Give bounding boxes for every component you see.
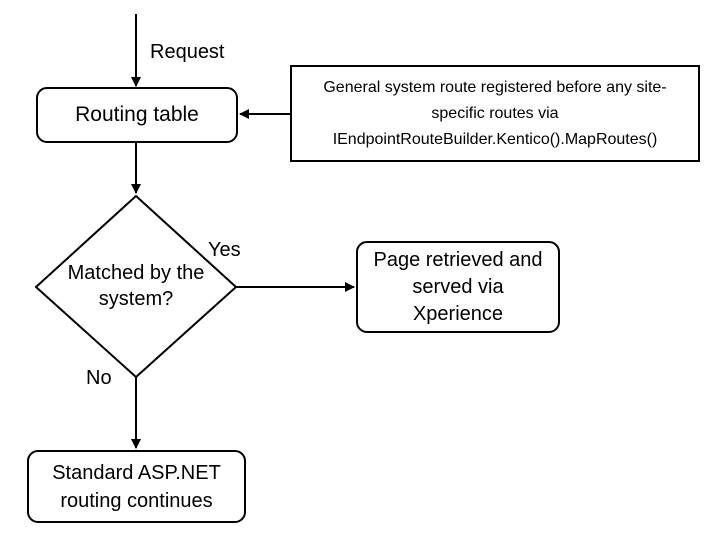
standard-routing-text: Standard ASP.NET routing continues	[28, 451, 245, 522]
routing-table-label: Routing table	[75, 103, 199, 126]
note-line-2: specific routes via	[431, 104, 559, 122]
decision-line-2: system?	[98, 288, 174, 310]
note-box	[290, 65, 700, 162]
decision-line-1: Matched by the	[67, 262, 205, 284]
page-retrieved-text: Page retrieved and served via Xperience	[357, 242, 559, 332]
standard-line-2: routing continues	[60, 489, 213, 512]
no-label: No	[86, 367, 112, 389]
page-retrieved-line-3: Xperience	[412, 302, 504, 325]
page-retrieved-line-2: served via	[412, 275, 504, 298]
decision-text: Matched by the system?	[36, 258, 236, 314]
note-text: General system route registered before a…	[291, 66, 699, 161]
yes-label: Yes	[208, 239, 241, 261]
note-line-1: General system route registered before a…	[323, 78, 667, 96]
page-retrieved-line-1: Page retrieved and	[373, 248, 543, 271]
standard-line-1: Standard ASP.NET	[52, 461, 221, 484]
request-label: Request	[150, 41, 225, 63]
page-retrieved-box	[356, 241, 560, 333]
note-line-3: IEndpointRouteBuilder.Kentico().MapRoute…	[332, 130, 658, 148]
standard-routing-box	[27, 450, 246, 523]
